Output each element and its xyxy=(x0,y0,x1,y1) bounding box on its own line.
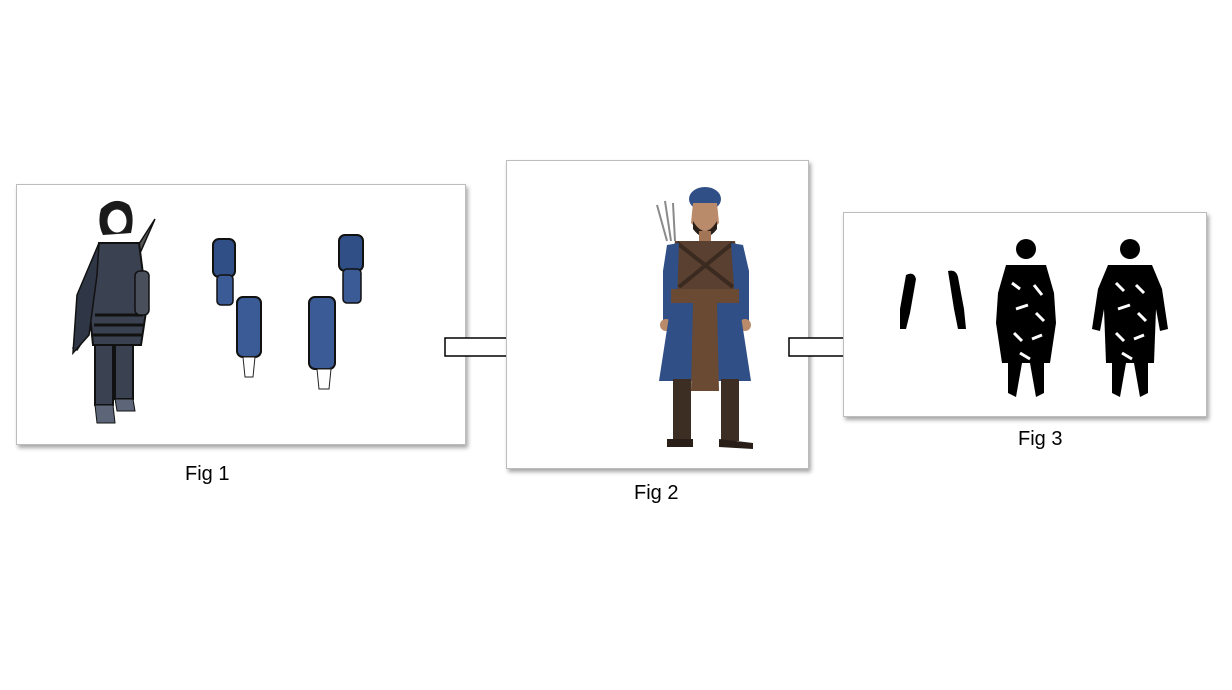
sleeve-piece-3 xyxy=(338,234,364,304)
archer-character-illustration xyxy=(656,187,753,449)
sleeve-piece-2 xyxy=(236,296,262,378)
body-silhouette-1 xyxy=(996,239,1056,397)
sleeve-piece-1 xyxy=(212,238,236,306)
figure-2-panel xyxy=(506,160,809,469)
sketch-illustration xyxy=(71,200,364,424)
figure-3-panel xyxy=(843,212,1207,417)
silhouette-masks-illustration xyxy=(900,239,1168,397)
arm-silhouette-2 xyxy=(948,270,966,329)
figure-3-caption: Fig 3 xyxy=(1018,428,1063,450)
figure-2-caption: Fig 2 xyxy=(634,482,679,504)
figure-1-caption: Fig 1 xyxy=(185,463,230,485)
sleeve-piece-4 xyxy=(308,296,336,390)
figure-1-panel xyxy=(16,184,466,445)
arm-silhouette-1 xyxy=(900,273,916,329)
body-silhouette-2 xyxy=(1092,239,1168,397)
